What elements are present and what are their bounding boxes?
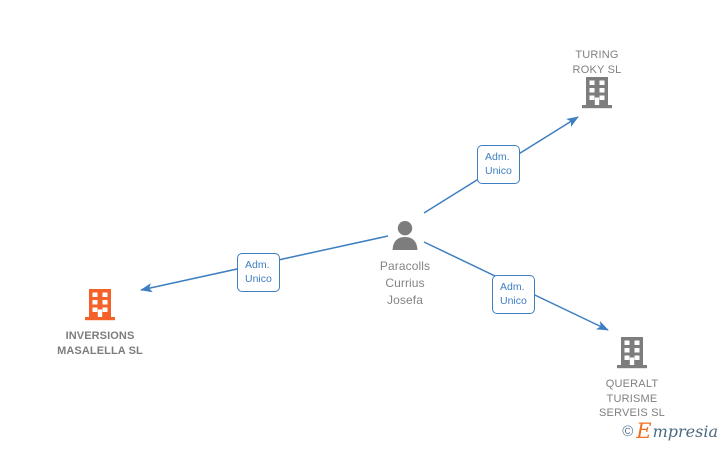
graph-node-person-center[interactable]: Paracolls Currius Josefa [325, 220, 485, 309]
brand-name: mpresia [652, 421, 718, 441]
watermark: © E mpresia [622, 421, 718, 442]
node-label-queralt-turisme: QUERALT TURISME SERVEIS SL [599, 378, 665, 419]
person-icon [325, 220, 485, 255]
building-icon [517, 77, 677, 114]
edge-label-edge-person-to-queralt[interactable]: Adm. Unico [492, 275, 535, 314]
building-icon [20, 289, 180, 326]
edge-label-edge-person-to-turing[interactable]: Adm. Unico [477, 145, 520, 184]
edge-label-edge-person-to-inversions[interactable]: Adm. Unico [237, 253, 280, 292]
building-icon [552, 337, 712, 374]
graph-node-queralt-turisme[interactable]: QUERALT TURISME SERVEIS SL [552, 337, 712, 421]
node-label-inversions-masalella: INVERSIONS MASALELLA SL [57, 330, 143, 357]
graph-node-inversions-masalella[interactable]: INVERSIONS MASALELLA SL [20, 289, 180, 358]
node-label-person-center: Paracolls Currius Josefa [379, 259, 431, 307]
graph-node-turing-roky[interactable]: TURING ROKY SL [517, 45, 677, 114]
brand-initial: E [636, 419, 652, 443]
copyright-icon: © [622, 423, 634, 440]
node-label-turing-roky: TURING ROKY SL [572, 49, 622, 76]
